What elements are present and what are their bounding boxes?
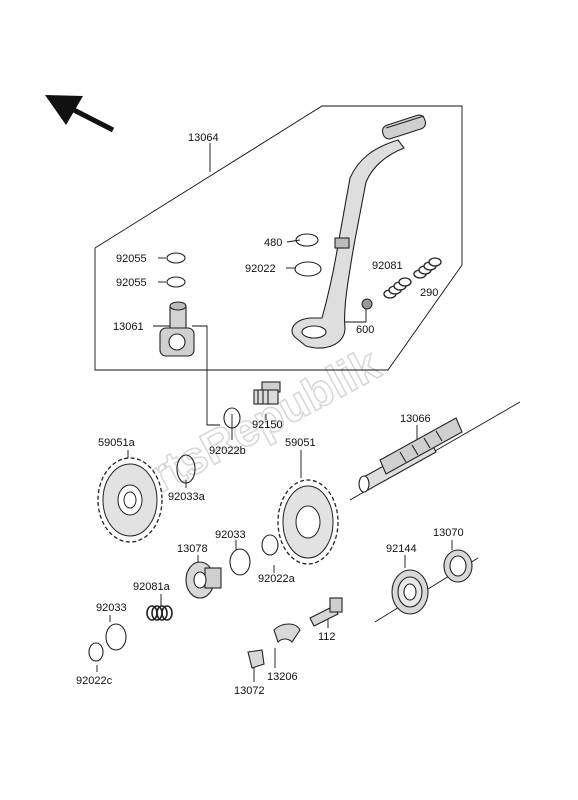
kick-pedal-lever [291,114,427,349]
label-13061: 13061 [113,321,144,333]
kick-spring-92144 [391,569,429,615]
kick-shaft-13066 [358,417,463,493]
label-13072: 13072 [234,685,265,697]
gear-59051 [277,479,339,565]
label-13070: 13070 [433,527,464,539]
label-92033a: 92033a [168,491,206,503]
washer-92022a [261,534,279,556]
leader-lines [96,143,453,682]
label-92022c: 92022c [76,675,113,687]
washer-92033 [229,548,251,576]
label-92022: 92022 [245,263,276,275]
label-92055-lower: 92055 [116,277,147,289]
bolt-112 [309,597,343,627]
stopper-13072 [247,649,265,669]
direction-arrow-icon [45,95,115,133]
label-13206: 13206 [267,671,298,683]
part-labels: 13064 480 92022 92081 290 92055 92055 13… [76,132,464,697]
label-92144: 92144 [386,543,417,555]
upper-small-parts [159,233,442,357]
label-13078: 13078 [177,543,208,555]
label-92081a: 92081a [133,581,171,593]
label-92033-lower: 92033 [96,602,127,614]
pivot-bolt-13061 [159,301,195,357]
label-480: 480 [264,237,282,249]
label-290: 290 [420,287,438,299]
label-59051a: 59051a [98,437,136,449]
label-92150: 92150 [252,419,283,431]
label-13066: 13066 [400,413,431,425]
washer-92022b [223,407,241,429]
label-92033: 92033 [215,529,246,541]
label-13064: 13064 [188,132,219,144]
label-112: 112 [318,631,336,643]
label-92022a: 92022a [258,573,296,585]
assembly-outline [94,105,463,371]
label-92081: 92081 [372,260,403,272]
bolt-92150 [253,381,281,405]
collar-13070 [443,549,473,583]
washer-92033-lower [105,623,127,651]
label-59051: 59051 [285,437,316,449]
guide-13206 [273,623,301,644]
washer-92022c [88,642,104,662]
label-92055-upper: 92055 [116,253,147,265]
washer-92033a [176,454,196,484]
label-600: 600 [356,324,374,336]
ratchet-13078 [185,561,222,599]
gear-59051a [97,457,163,543]
spring-92081a [146,605,173,621]
label-92022b: 92022b [209,445,246,457]
